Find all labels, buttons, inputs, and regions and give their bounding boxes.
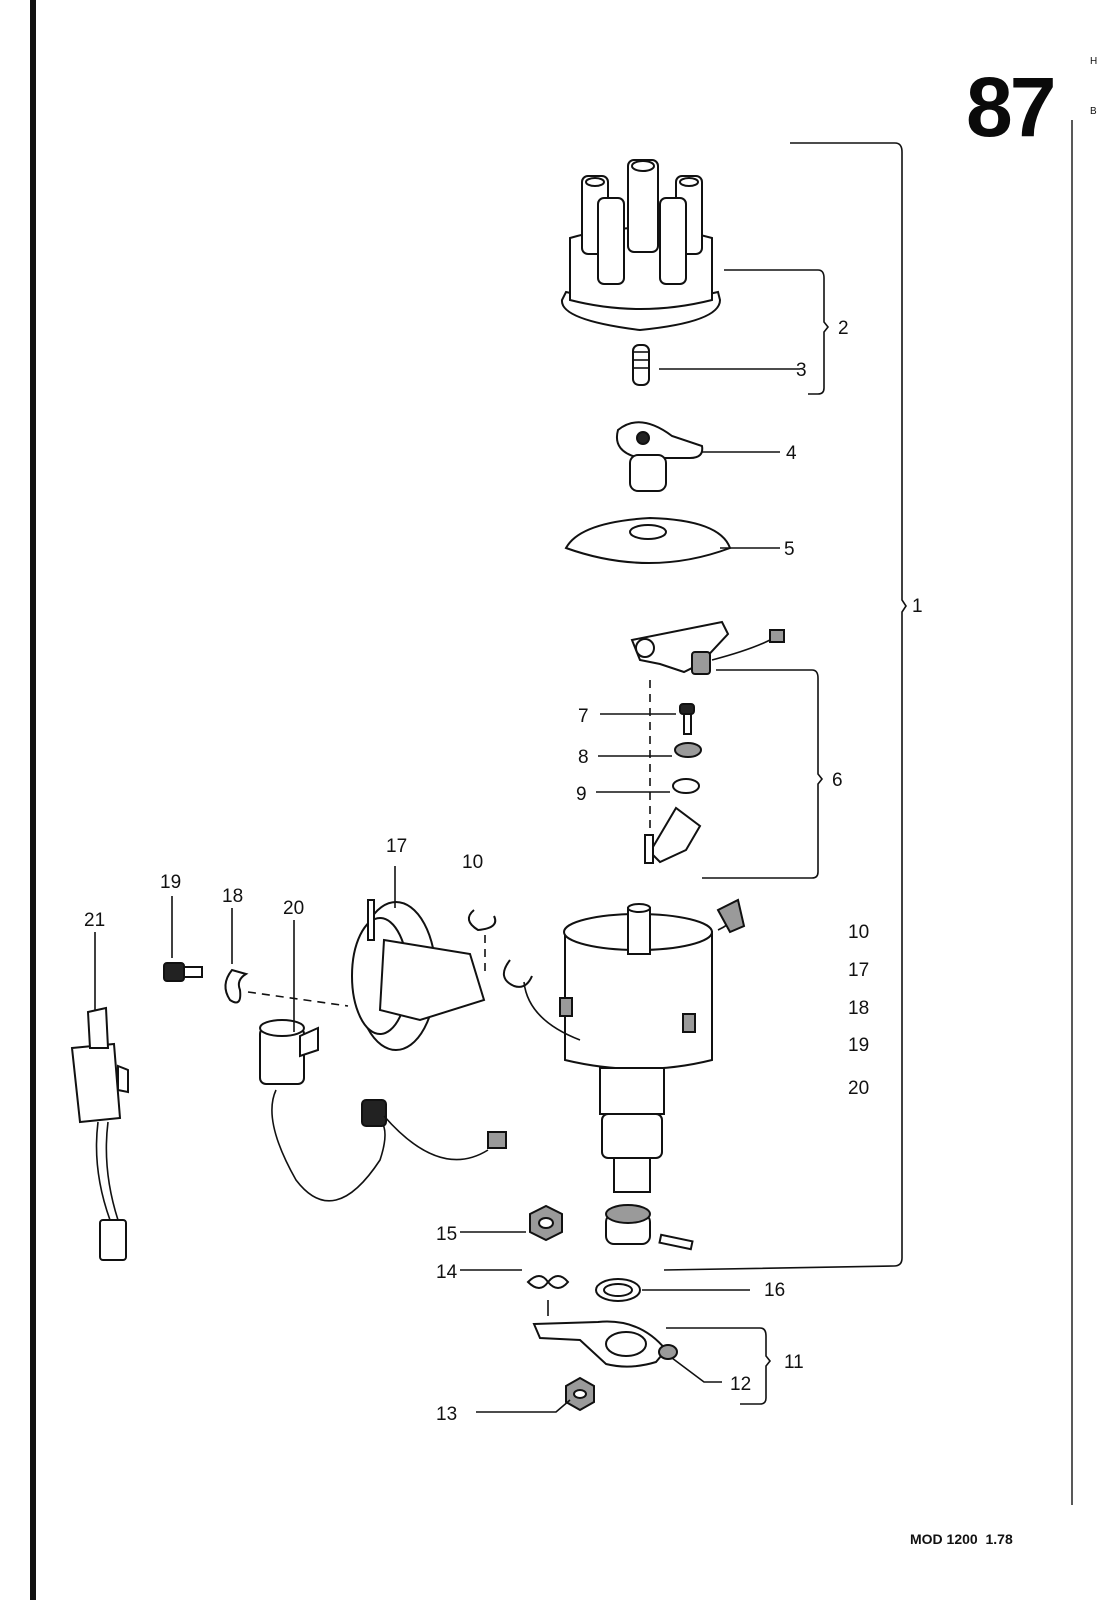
hose-clip [224,968,249,1004]
carbon-brush-spring [632,344,650,386]
distributor-body [559,898,746,1193]
hex-nut-15 [529,1204,563,1242]
callout-9: 9 [576,784,587,805]
callout-18: 18 [222,886,243,907]
distributor-cap [561,159,722,332]
spring-washer-14 [526,1275,570,1289]
circlip [467,909,497,932]
callout-4: 4 [786,443,797,464]
callout-6: 6 [832,770,843,791]
callout-5: 5 [784,539,795,560]
screw [679,703,695,735]
callout-3: 3 [796,360,807,381]
condenser [259,1019,507,1202]
callout-17: 17 [386,836,407,857]
bracket-6 [702,669,824,879]
clamp-bolt [658,1344,678,1360]
breaker-plate-arm [644,806,702,864]
note-list-item: 20 [848,1078,869,1099]
bracket-2 [724,269,830,395]
contact-breaker-set [630,620,785,675]
bracket-1 [663,142,907,1271]
ignition-module [70,1006,129,1261]
callout-16: 16 [764,1280,785,1301]
callout-20: 20 [283,898,304,919]
flat-washer [672,778,700,794]
dust-shield [564,516,732,564]
callout-12: 12 [730,1374,751,1395]
clamp-spring [503,959,533,988]
callout-7: 7 [578,706,589,727]
bracket-11 [666,1327,772,1405]
vacuum-advance-unit [351,899,486,1051]
note-list-item: 19 [848,1035,869,1056]
sealing-ring [595,1278,641,1302]
page-binding-edge [30,0,36,1600]
note-list-item: 10 [848,922,869,943]
spring-washer [674,742,702,758]
page-number: 87 [966,60,1054,154]
drive-dog [605,1204,694,1251]
clamp-plate [532,1320,668,1368]
hex-nut-13 [565,1376,595,1412]
callout-13: 13 [436,1404,457,1425]
edge-fragment-bottom: B [1090,106,1097,117]
callout-14: 14 [436,1262,458,1283]
callout-8: 8 [578,747,589,768]
note-list-item: 17 [848,960,869,981]
rotor-arm [616,421,704,492]
edge-fragment-top: H [1090,56,1097,67]
callout-1: 1 [912,596,923,617]
callout-10: 10 [462,852,483,873]
callout-2: 2 [838,318,849,339]
note-list-item: 18 [848,998,869,1019]
bolt [163,962,203,982]
callout-19: 19 [160,872,181,893]
callout-21: 21 [84,910,105,931]
callout-11: 11 [784,1352,804,1373]
dashed-alignment-20 [247,991,349,1007]
footer-model-code: MOD 1200 1.78 [910,1531,1013,1547]
callout-15: 15 [436,1224,457,1245]
